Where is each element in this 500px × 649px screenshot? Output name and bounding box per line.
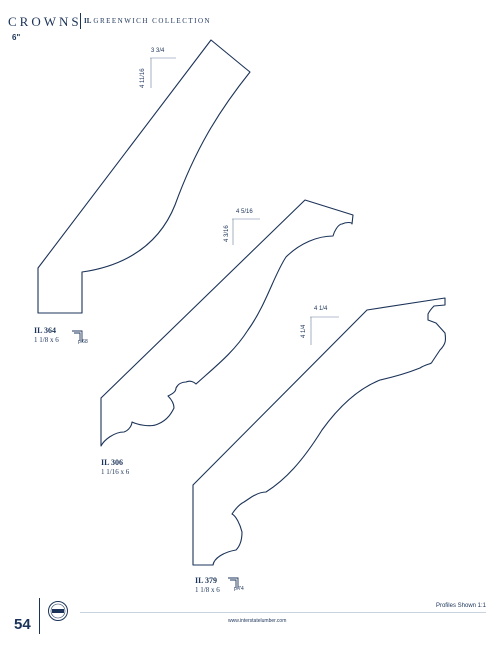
header-divider bbox=[80, 13, 81, 29]
scale-note: Profiles Shown 1:1 bbox=[435, 603, 486, 609]
profile-il379-page-ref[interactable]: p.74 bbox=[234, 586, 244, 592]
collection-prefix: IL bbox=[84, 17, 92, 25]
profile-il364-id: IL 364 bbox=[34, 326, 57, 335]
page-ref-icon bbox=[228, 577, 239, 589]
collection-label: GREENWICH COLLECTION bbox=[93, 17, 212, 25]
profile-il379-height: 4 1/4 bbox=[301, 324, 307, 338]
profile-il364-outline bbox=[37, 39, 251, 314]
size-heading: 6" bbox=[12, 33, 21, 42]
profile-il379-outline bbox=[192, 297, 447, 566]
page-title: CROWNS bbox=[8, 14, 82, 29]
profile-il306-outline bbox=[100, 199, 354, 447]
profile-il379-size: 1 1/8 x 6 bbox=[195, 586, 220, 594]
profile-il306-projection: 4 5/16 bbox=[236, 209, 253, 215]
profile-il379-id: IL 379 bbox=[195, 576, 218, 585]
footer-divider bbox=[39, 598, 40, 634]
company-logo bbox=[48, 601, 68, 621]
profile-il364-projection: 3 3/4 bbox=[151, 48, 165, 54]
page-number: 54 bbox=[14, 616, 31, 633]
profile-il379-projection: 4 1/4 bbox=[314, 306, 328, 312]
profile-il364-height: 4 11/16 bbox=[140, 68, 146, 88]
profile-il364-page-ref[interactable]: p.68 bbox=[78, 339, 88, 345]
footer-rule bbox=[80, 612, 486, 613]
profile-il306-size: 1 1/16 x 6 bbox=[101, 468, 130, 476]
profile-il364-size: 1 1/8 x 6 bbox=[34, 336, 59, 344]
profile-il306-id: IL 306 bbox=[101, 458, 124, 467]
website-link[interactable]: www.interstatelumber.com bbox=[228, 618, 287, 624]
profile-il306-height: 4 3/16 bbox=[224, 225, 230, 242]
page-ref-icon bbox=[72, 330, 83, 342]
